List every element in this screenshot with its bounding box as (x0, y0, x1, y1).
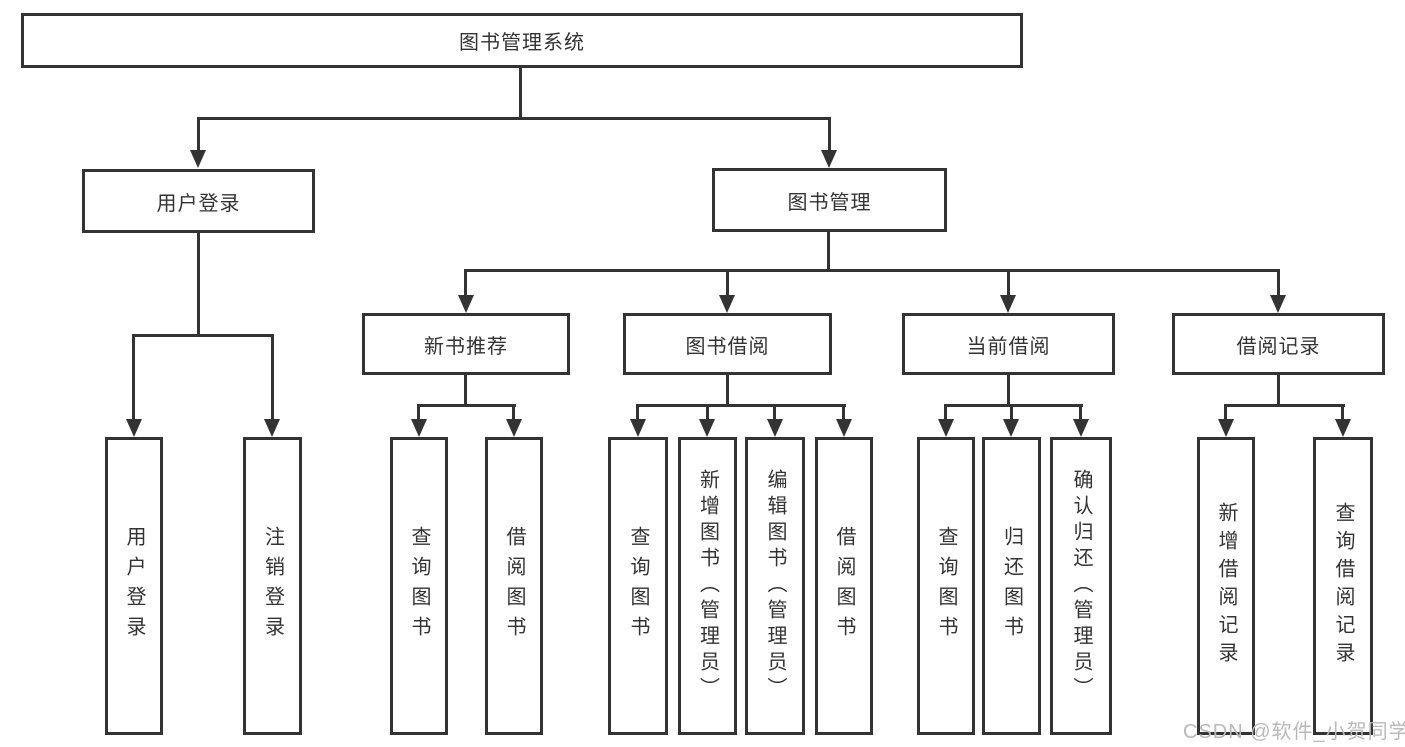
arrowhead-icon (411, 419, 427, 437)
connector-line (1277, 375, 1280, 407)
leaf-query-books-recommend: 查询图书 (390, 437, 448, 735)
leaf-return-book-label: 归还图书 (1000, 526, 1023, 646)
leaf-query-books-current: 查询图书 (917, 437, 975, 735)
node-current-borrowing-label: 当前借阅 (966, 335, 1051, 358)
leaf-logout-label: 注销登录 (261, 526, 284, 646)
node-borrowing-records-label: 借阅记录 (1236, 335, 1321, 358)
leaf-edit-book-admin-label: 编辑图书（管理员） (764, 469, 786, 703)
leaf-borrow-books-borrowing: 借阅图书 (815, 437, 873, 735)
leaf-return-book: 归还图书 (982, 437, 1041, 735)
connector-line (1079, 404, 1082, 420)
arrowhead-icon (458, 295, 474, 313)
leaf-query-books-borrowing: 查询图书 (608, 437, 668, 735)
arrowhead-icon (506, 419, 522, 437)
arrowhead-icon (264, 419, 280, 437)
node-root: 图书管理系统 (21, 13, 1023, 68)
leaf-borrow-books-recommend: 借阅图书 (485, 437, 543, 735)
connector-line (944, 404, 1083, 407)
connector-line (271, 334, 274, 420)
leaf-add-book-admin: 新增图书（管理员） (678, 437, 737, 735)
connector-line (773, 404, 776, 420)
connector-line (636, 404, 846, 407)
connector-line (197, 117, 200, 150)
node-user-login: 用户登录 (82, 169, 315, 233)
arrowhead-icon (630, 419, 646, 437)
connector-line (197, 117, 831, 120)
connector-line (417, 404, 516, 407)
node-borrowing-records: 借阅记录 (1172, 313, 1385, 375)
leaf-query-books-recommend-label: 查询图书 (408, 526, 430, 646)
connector-line (1224, 404, 1227, 420)
connector-line (464, 269, 467, 297)
leaf-query-books-borrowing-label: 查询图书 (627, 526, 649, 646)
arrowhead-icon (1000, 295, 1016, 313)
arrowhead-icon (767, 419, 783, 437)
connector-line (1007, 375, 1010, 407)
leaf-confirm-return-admin: 确认归还（管理员） (1050, 437, 1112, 735)
arrowhead-icon (836, 419, 852, 437)
connector-line (726, 269, 729, 297)
connector-line (132, 334, 135, 420)
connector-line (519, 68, 522, 119)
leaf-add-borrow-record-label: 新增借阅记录 (1215, 502, 1237, 670)
connector-line (944, 404, 947, 420)
node-book-management: 图书管理 (712, 168, 947, 232)
connector-line (1010, 404, 1013, 420)
leaf-borrow-books-borrowing-label: 借阅图书 (833, 526, 855, 646)
leaf-logout: 注销登录 (243, 437, 302, 735)
leaf-query-books-current-label: 查询图书 (935, 526, 957, 646)
arrowhead-icon (126, 419, 142, 437)
node-root-label: 图书管理系统 (459, 32, 585, 54)
arrowhead-icon (938, 419, 954, 437)
connector-line (827, 232, 830, 272)
connector-line (1277, 269, 1280, 297)
connector-line (828, 117, 831, 150)
node-current-borrowing: 当前借阅 (902, 313, 1115, 375)
leaf-query-borrow-record: 查询借阅记录 (1313, 437, 1373, 735)
arrowhead-icon (1073, 419, 1089, 437)
arrowhead-icon (699, 419, 715, 437)
node-book-borrowing: 图书借阅 (623, 313, 832, 375)
arrowhead-icon (1270, 295, 1286, 313)
arrowhead-icon (821, 150, 837, 168)
arrowhead-icon (1003, 419, 1019, 437)
connector-line (464, 375, 467, 407)
node-user-login-label: 用户登录 (156, 192, 241, 215)
arrowhead-icon (719, 295, 735, 313)
connector-line (706, 404, 709, 420)
arrowhead-icon (1335, 419, 1351, 437)
connector-line (726, 375, 729, 407)
leaf-query-borrow-record-label: 查询借阅记录 (1332, 502, 1354, 670)
leaf-borrow-books-recommend-label: 借阅图书 (503, 526, 525, 646)
leaf-add-book-admin-label: 新增图书（管理员） (696, 469, 719, 703)
node-new-book-recommend-label: 新书推荐 (424, 335, 508, 358)
node-book-management-label: 图书管理 (787, 191, 872, 214)
leaf-edit-book-admin: 编辑图书（管理员） (745, 437, 805, 735)
connector-line (842, 404, 845, 420)
connector-line (464, 269, 1280, 272)
connector-line (1007, 269, 1010, 297)
connector-line (132, 334, 274, 337)
arrowhead-icon (190, 150, 206, 168)
watermark: CSDN @软件_小贺同学 (1183, 721, 1405, 743)
leaf-user-login: 用户登录 (105, 437, 163, 735)
connector-line (512, 404, 515, 420)
leaf-confirm-return-admin-label: 确认归还（管理员） (1070, 469, 1092, 703)
node-new-book-recommend: 新书推荐 (362, 313, 570, 375)
connector-line (636, 404, 639, 420)
connector-line (197, 233, 200, 337)
leaf-add-borrow-record: 新增借阅记录 (1197, 437, 1255, 735)
connector-line (417, 404, 420, 420)
leaf-user-login-label: 用户登录 (123, 526, 145, 646)
arrowhead-icon (1218, 419, 1234, 437)
connector-line (1224, 404, 1345, 407)
connector-line (1341, 404, 1344, 420)
node-book-borrowing-label: 图书借阅 (685, 335, 770, 358)
